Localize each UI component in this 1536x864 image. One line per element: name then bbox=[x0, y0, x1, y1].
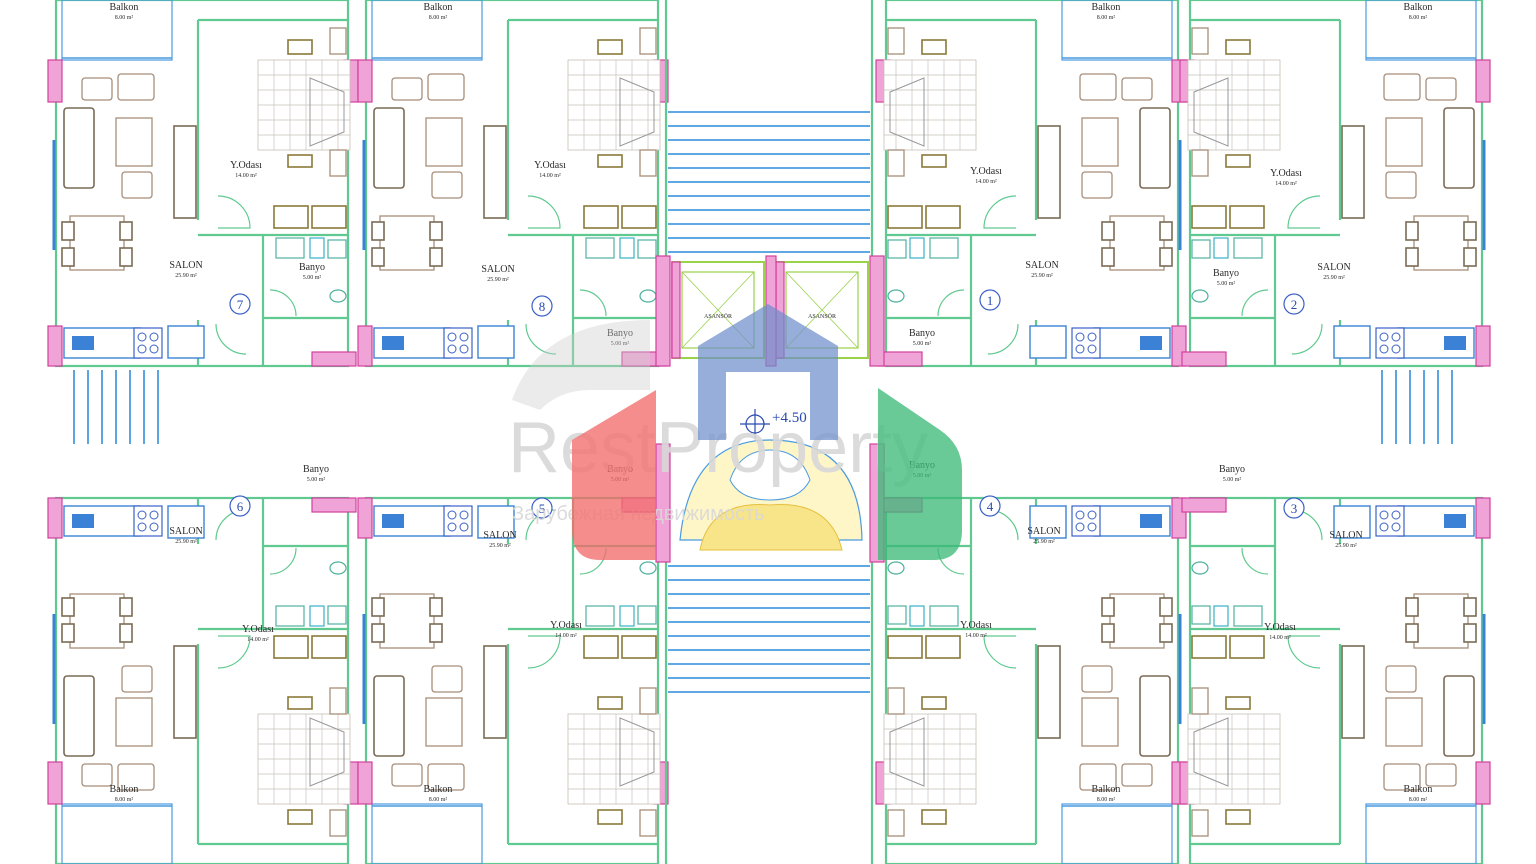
quadrant-bottom-right bbox=[874, 496, 1492, 864]
balcony-area: 8.00 m² bbox=[1409, 15, 1428, 21]
quadrant-top-left bbox=[46, 0, 670, 368]
quadrant-top-right bbox=[874, 0, 1492, 368]
elevation-marker: +4.50 bbox=[740, 409, 807, 439]
salon-label: SALON bbox=[169, 526, 202, 537]
bedroom-area: 14.00 m² bbox=[247, 637, 269, 643]
unit-number-circle bbox=[531, 497, 553, 519]
bath-label: Banyo bbox=[299, 262, 325, 273]
elevation-value: +4.50 bbox=[772, 410, 807, 426]
unit-number: 2 bbox=[1291, 297, 1298, 312]
balcony-area: 8.00 m² bbox=[115, 15, 134, 21]
bedroom-area: 14.00 m² bbox=[965, 633, 987, 639]
balcony-area: 8.00 m² bbox=[1097, 15, 1116, 21]
bath-label: Banyo bbox=[1219, 464, 1245, 475]
elevator-label-1: ASANSÖR bbox=[704, 313, 732, 320]
unit-number-circle bbox=[229, 495, 251, 517]
right-stair bbox=[1381, 370, 1453, 444]
unit-number-circle bbox=[1283, 497, 1305, 519]
bedroom-area: 14.00 m² bbox=[539, 173, 561, 179]
balcony-label: Balkon bbox=[1404, 2, 1433, 13]
unit-numbers: 1 2 3 4 5 6 7 8 bbox=[229, 289, 1305, 519]
bedroom-area: 14.00 m² bbox=[1275, 181, 1297, 187]
left-stair bbox=[70, 368, 174, 446]
balcony-label: Balkon bbox=[424, 784, 453, 795]
unit-number-circle bbox=[531, 295, 553, 317]
bedroom-label: Y.Odası bbox=[970, 166, 1002, 177]
unit-number-circle bbox=[979, 495, 1001, 517]
central-stairs-top bbox=[664, 0, 874, 260]
watermark-red-shape bbox=[572, 390, 656, 560]
unit-number: 7 bbox=[237, 297, 244, 312]
unit-number: 4 bbox=[987, 499, 994, 514]
bedroom-label: Y.Odası bbox=[1264, 622, 1296, 633]
bedroom-area: 14.00 m² bbox=[235, 173, 257, 179]
unit-number: 1 bbox=[987, 293, 994, 308]
salon-label: SALON bbox=[483, 530, 516, 541]
salon-area: 25.90 m² bbox=[1033, 539, 1055, 545]
unit-number-circle bbox=[1283, 293, 1305, 315]
salon-label: SALON bbox=[169, 260, 202, 271]
bath-area: 5.00 m² bbox=[307, 477, 326, 483]
unit-number: 5 bbox=[539, 501, 546, 516]
bath-area: 5.00 m² bbox=[611, 341, 630, 347]
bedroom-label: Y.Odası bbox=[960, 620, 992, 631]
salon-area: 25.90 m² bbox=[487, 277, 509, 283]
bath-area: 5.00 m² bbox=[303, 275, 322, 281]
bedroom-label: Y.Odası bbox=[230, 160, 262, 171]
balcony-area: 8.00 m² bbox=[429, 797, 448, 803]
bedroom-label: Y.Odası bbox=[242, 624, 274, 635]
balcony-label: Balkon bbox=[110, 2, 139, 13]
balcony-area: 8.00 m² bbox=[1409, 797, 1428, 803]
bedroom-area: 14.00 m² bbox=[1269, 635, 1291, 641]
balcony-area: 8.00 m² bbox=[1097, 797, 1116, 803]
bedroom-area: 14.00 m² bbox=[555, 633, 577, 639]
salon-area: 25.90 m² bbox=[489, 543, 511, 549]
bedroom-label: Y.Odası bbox=[534, 160, 566, 171]
salon-area: 25.90 m² bbox=[1031, 273, 1053, 279]
salon-label: SALON bbox=[1317, 262, 1350, 273]
salon-area: 25.90 m² bbox=[175, 539, 197, 545]
bedroom-label: Y.Odası bbox=[550, 620, 582, 631]
unit-number-circle bbox=[229, 293, 251, 315]
salon-label: SALON bbox=[481, 264, 514, 275]
central-stairs-bottom bbox=[664, 560, 874, 864]
bath-label: Banyo bbox=[909, 328, 935, 339]
balcony-area: 8.00 m² bbox=[429, 15, 448, 21]
salon-label: SALON bbox=[1329, 530, 1362, 541]
balcony-label: Balkon bbox=[424, 2, 453, 13]
salon-area: 25.90 m² bbox=[175, 273, 197, 279]
elevator-label-2: ASANSÖR bbox=[808, 313, 836, 320]
salon-label: SALON bbox=[1025, 260, 1058, 271]
bath-area: 5.00 m² bbox=[1217, 281, 1236, 287]
bedroom-area: 14.00 m² bbox=[975, 179, 997, 185]
bath-label: Banyo bbox=[607, 328, 633, 339]
salon-label: SALON bbox=[1027, 526, 1060, 537]
balcony-label: Balkon bbox=[1092, 2, 1121, 13]
bedroom-label: Y.Odası bbox=[1270, 168, 1302, 179]
unit-number: 3 bbox=[1291, 501, 1298, 516]
room-labels: Balkon 8.00 m² Balkon 8.00 m² Balkon 8.00 m² B… bbox=[110, 2, 1433, 803]
elevator-core: ASANSÖR ASANSÖR bbox=[655, 255, 885, 563]
balcony-label: Balkon bbox=[1404, 784, 1433, 795]
quadrant-bottom-left bbox=[46, 496, 670, 864]
unit-number: 6 bbox=[237, 499, 244, 514]
watermark-green-shape bbox=[878, 388, 962, 560]
bath-area: 5.00 m² bbox=[913, 341, 932, 347]
balcony-area: 8.00 m² bbox=[115, 797, 134, 803]
watermark-blue-shape bbox=[698, 304, 838, 440]
bath-label: Banyo bbox=[303, 464, 329, 475]
unit-number: 8 bbox=[539, 299, 546, 314]
watermark-gray-shape bbox=[512, 320, 650, 410]
salon-area: 25.90 m² bbox=[1335, 543, 1357, 549]
bath-label: Banyo bbox=[1213, 268, 1239, 279]
balcony-label: Balkon bbox=[1092, 784, 1121, 795]
unit-number-circle bbox=[979, 289, 1001, 311]
balcony-label: Balkon bbox=[110, 784, 139, 795]
salon-area: 25.90 m² bbox=[1323, 275, 1345, 281]
bath-area: 5.00 m² bbox=[1223, 477, 1242, 483]
watermark-logo: RestProperty Зарубежная недвижимость bbox=[508, 304, 962, 560]
